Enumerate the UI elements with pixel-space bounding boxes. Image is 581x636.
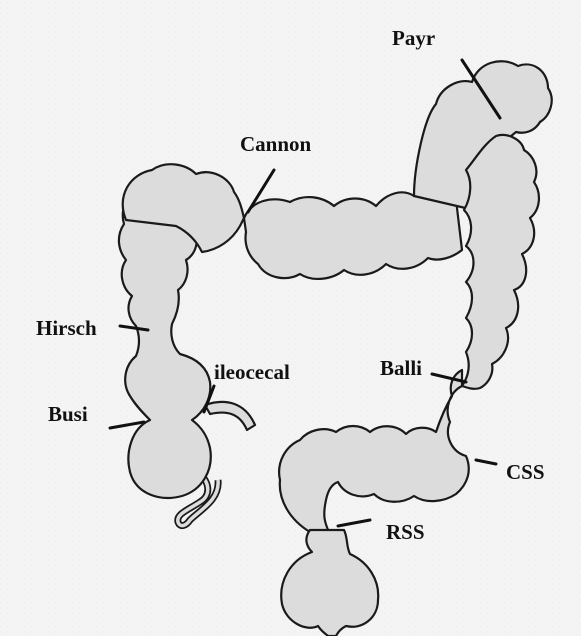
label-cannon: Cannon — [240, 134, 311, 155]
label-rss: RSS — [386, 522, 425, 543]
label-balli: Balli — [380, 358, 422, 379]
label-hirsch: Hirsch — [36, 318, 97, 339]
label-css: CSS — [506, 462, 545, 483]
label-ileocecal: ileocecal — [214, 362, 290, 383]
label-payr: Payr — [392, 28, 435, 49]
label-busi: Busi — [48, 404, 88, 425]
